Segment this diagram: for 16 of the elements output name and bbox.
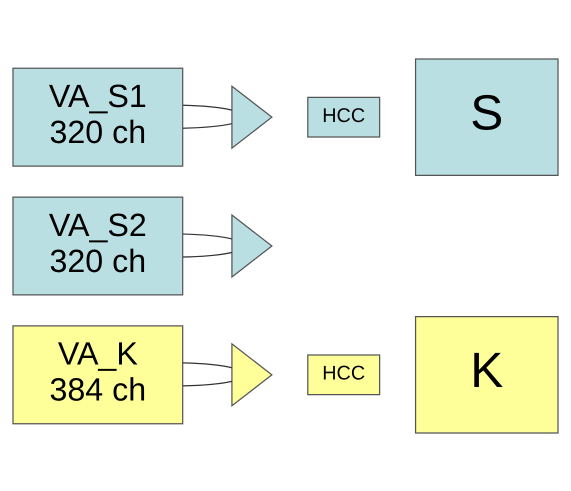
node-box: S [414, 58, 559, 176]
node-triangle [231, 213, 273, 278]
node-box: VA_S2 320 ch [12, 196, 184, 296]
node-triangle [231, 342, 273, 407]
node-triangle [231, 84, 273, 149]
connector [182, 380, 232, 386]
connector [182, 251, 232, 258]
connector [182, 232, 232, 240]
node-box: HCC [307, 354, 380, 395]
connector [182, 104, 232, 110]
node-box: HCC [307, 96, 380, 138]
node-box: VA_S1 320 ch [12, 67, 184, 166]
connector [182, 122, 232, 128]
node-box: K [414, 315, 559, 434]
connector [182, 362, 232, 368]
node-box: VA_K 384 ch [12, 324, 184, 424]
